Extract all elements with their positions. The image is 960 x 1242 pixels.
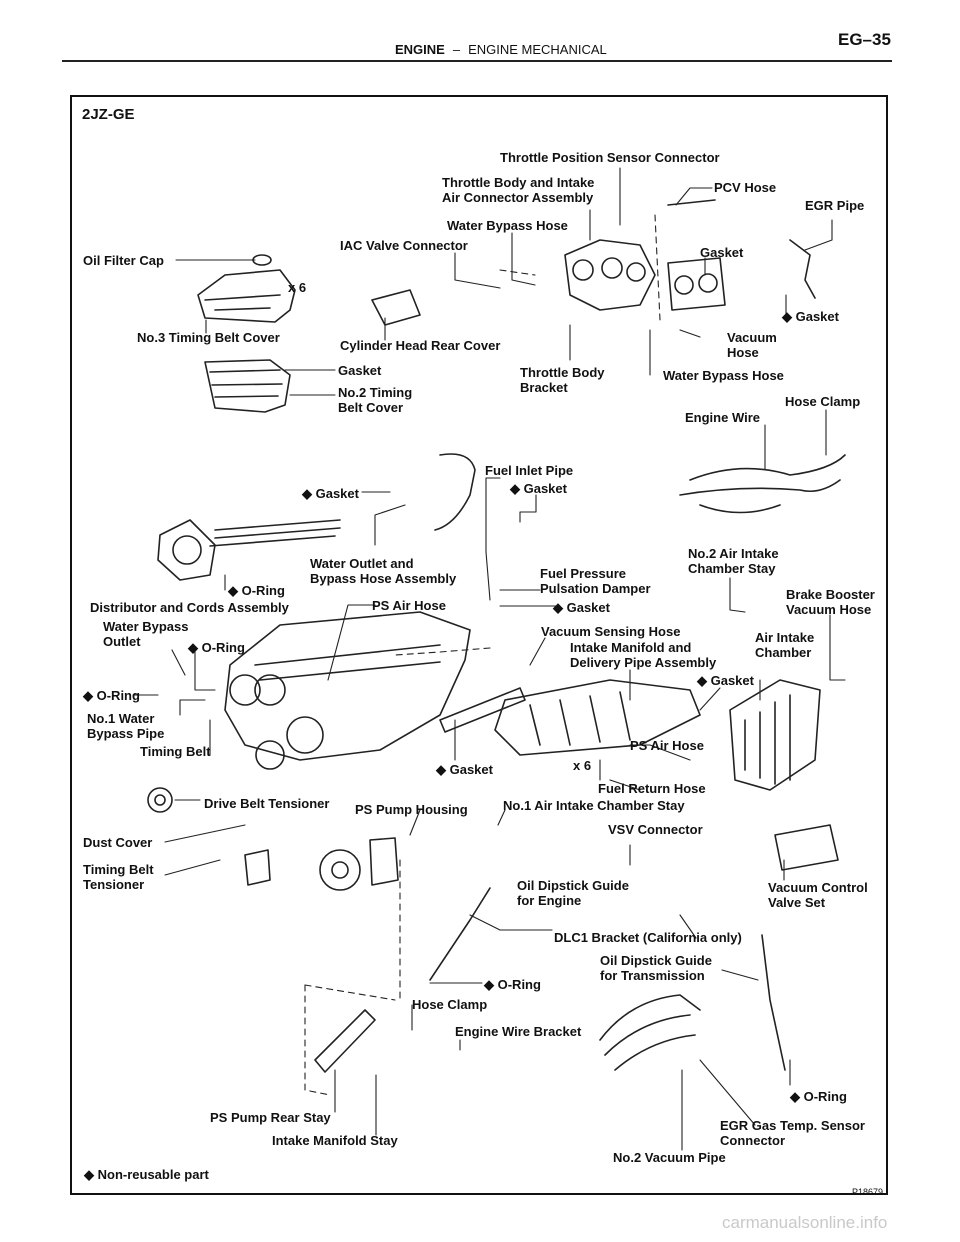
label-gasket-fuel: ◆ Gasket	[510, 481, 567, 496]
label-fuel-return-hose: Fuel Return Hose	[598, 781, 706, 796]
label-hose-clamp-top: Hose Clamp	[785, 394, 861, 409]
figure-code: P18679	[852, 1187, 884, 1197]
intake-gasket-part	[439, 687, 526, 733]
label-ps-air-hose-top: PS Air Hose	[372, 598, 446, 613]
header-rule	[62, 60, 892, 62]
label-brake-booster-vacuum-hose: Brake Booster Vacuum Hose	[786, 587, 875, 617]
label-hose-clamp-bottom: Hose Clamp	[412, 997, 488, 1012]
throttle-gasket-part	[667, 257, 726, 311]
label-water-bypass-hose-top: Water Bypass Hose	[447, 218, 568, 233]
label-vacuum-hose: Vacuum Hose	[727, 330, 777, 360]
ps-pump-housing-part	[319, 837, 399, 891]
throttle-body-part	[564, 239, 656, 311]
fuel-inlet-pipe-part	[434, 453, 476, 531]
engine-model-label: 2JZ-GE	[82, 106, 135, 123]
label-engine-wire: Engine Wire	[685, 410, 761, 425]
label-x6-a: x 6	[288, 280, 307, 295]
label-tps-connector: Throttle Position Sensor Connector	[500, 150, 720, 165]
label-gasket-throttle: Gasket	[700, 245, 744, 260]
label-no2-air-intake-chamber-stay: No.2 Air Intake Chamber Stay	[688, 546, 779, 576]
label-egr-gas-temp-sensor-connector: EGR Gas Temp. Sensor Connector	[720, 1118, 865, 1148]
diagram-frame	[70, 95, 888, 1195]
label-ps-air-hose-mid: PS Air Hose	[630, 738, 704, 753]
section-name: ENGINE	[395, 42, 445, 57]
dashed-lines	[304, 214, 661, 1096]
oil-dipstick-guide-engine-part	[429, 887, 491, 981]
label-egr-pipe: EGR Pipe	[805, 198, 865, 213]
label-oring-dipstick: ◆ O-Ring	[484, 977, 541, 992]
label-engine-wire-bracket: Engine Wire Bracket	[455, 1024, 582, 1039]
no2-timing-belt-cover-part	[204, 359, 291, 413]
label-no2-timing-belt-cover: No.2 Timing Belt Cover	[338, 385, 413, 415]
label-gasket-head: ◆ Gasket	[436, 762, 493, 777]
pcv-hose-part	[667, 199, 716, 206]
engine-wire-part	[679, 454, 846, 514]
label-distributor-assy: Distributor and Cords Assembly	[90, 600, 289, 615]
label-oring-distributor: ◆ O-Ring	[228, 583, 285, 598]
label-gasket-outlet: ◆ Gasket	[302, 486, 359, 501]
label-vsv-connector: VSV Connector	[608, 822, 703, 837]
label-gasket-egr: ◆ Gasket	[782, 309, 839, 324]
label-dust-cover: Dust Cover	[83, 835, 153, 850]
label-no2-vacuum-pipe: No.2 Vacuum Pipe	[613, 1150, 726, 1165]
egr-pipe-part	[789, 239, 816, 299]
label-vacuum-control-valve-set: Vacuum Control Valve Set	[768, 880, 868, 910]
label-gasket-cover: Gasket	[338, 363, 382, 378]
no2-vacuum-pipe-part	[599, 994, 701, 1071]
label-iac-valve-connector: IAC Valve Connector	[340, 238, 468, 253]
label-drive-belt-tensioner: Drive Belt Tensioner	[204, 796, 330, 811]
leader-lines	[132, 167, 846, 1151]
label-water-bypass-outlet: Water Bypass Outlet	[103, 619, 189, 649]
label-water-outlet-assy: Water Outlet and Bypass Hose Assembly	[310, 556, 457, 586]
label-x6-b: x 6	[573, 758, 592, 773]
label-intake-manifold-assy: Intake Manifold and Delivery Pipe Assemb…	[570, 640, 717, 670]
oil-dipstick-guide-trans-part	[761, 934, 786, 1071]
label-oil-dipstick-guide-engine: Oil Dipstick Guide for Engine	[517, 878, 629, 908]
label-pcv-hose: PCV Hose	[714, 180, 777, 195]
label-oil-dipstick-guide-transmission: Oil Dipstick Guide for Transmission	[600, 953, 712, 983]
watermark: carmanualsonline.info	[722, 1213, 888, 1232]
separator: –	[452, 42, 461, 57]
distributor-part	[157, 519, 341, 581]
label-intake-manifold-stay: Intake Manifold Stay	[272, 1133, 398, 1148]
drive-belt-tensioner-part	[147, 787, 173, 813]
intake-manifold-stay-part	[314, 1009, 376, 1073]
label-water-bypass-hose-bottom: Water Bypass Hose	[663, 368, 784, 383]
label-oring-water-bypass-outlet: ◆ O-Ring	[188, 640, 245, 655]
label-oring-left: ◆ O-Ring	[83, 688, 140, 703]
air-intake-chamber-part	[729, 679, 821, 791]
timing-belt-tensioner-part	[244, 849, 271, 886]
label-gasket-manifold: ◆ Gasket	[697, 673, 754, 688]
label-vacuum-sensing-hose: Vacuum Sensing Hose	[541, 624, 681, 639]
no3-timing-belt-cover-part	[197, 269, 296, 323]
label-oil-filter-cap: Oil Filter Cap	[83, 253, 164, 268]
label-timing-belt-tensioner: Timing Belt Tensioner	[83, 862, 154, 892]
vacuum-control-valve-part	[774, 824, 839, 871]
page-number: EG–35	[838, 30, 891, 49]
label-throttle-body-assy: Throttle Body and Intake Air Connector A…	[442, 175, 595, 205]
subsection-name: ENGINE MECHANICAL	[468, 42, 607, 57]
label-no1-air-intake-chamber-stay: No.1 Air Intake Chamber Stay	[503, 798, 685, 813]
label-dlc1-bracket: DLC1 Bracket (California only)	[554, 930, 742, 945]
label-gasket-damper: ◆ Gasket	[553, 600, 610, 615]
non-reusable-legend: ◆ Non-reusable part	[84, 1167, 209, 1182]
label-no1-water-bypass-pipe: No.1 Water Bypass Pipe	[87, 711, 165, 741]
label-oring-transmission: ◆ O-Ring	[790, 1089, 847, 1104]
cylinder-head-rear-cover-part	[371, 289, 421, 326]
label-ps-pump-housing: PS Pump Housing	[355, 802, 468, 817]
label-ps-pump-rear-stay: PS Pump Rear Stay	[210, 1110, 331, 1125]
section-title: ENGINE–ENGINE MECHANICAL	[395, 42, 607, 57]
page-header: ENGINE–ENGINE MECHANICAL EG–35	[0, 0, 960, 66]
intake-manifold-part	[494, 679, 701, 756]
oil-filter-cap-part	[252, 254, 272, 266]
label-air-intake-chamber: Air Intake Chamber	[755, 630, 815, 660]
label-fuel-inlet-pipe: Fuel Inlet Pipe	[485, 463, 574, 478]
engine-block-part	[224, 611, 471, 770]
label-timing-belt: Timing Belt	[140, 744, 211, 759]
label-cylinder-head-rear-cover: Cylinder Head Rear Cover	[340, 338, 501, 353]
label-throttle-body-bracket: Throttle Body Bracket	[520, 365, 605, 395]
label-no3-timing-belt-cover: No.3 Timing Belt Cover	[137, 330, 280, 345]
label-fuel-pressure-damper: Fuel Pressure Pulsation Damper	[540, 566, 651, 596]
